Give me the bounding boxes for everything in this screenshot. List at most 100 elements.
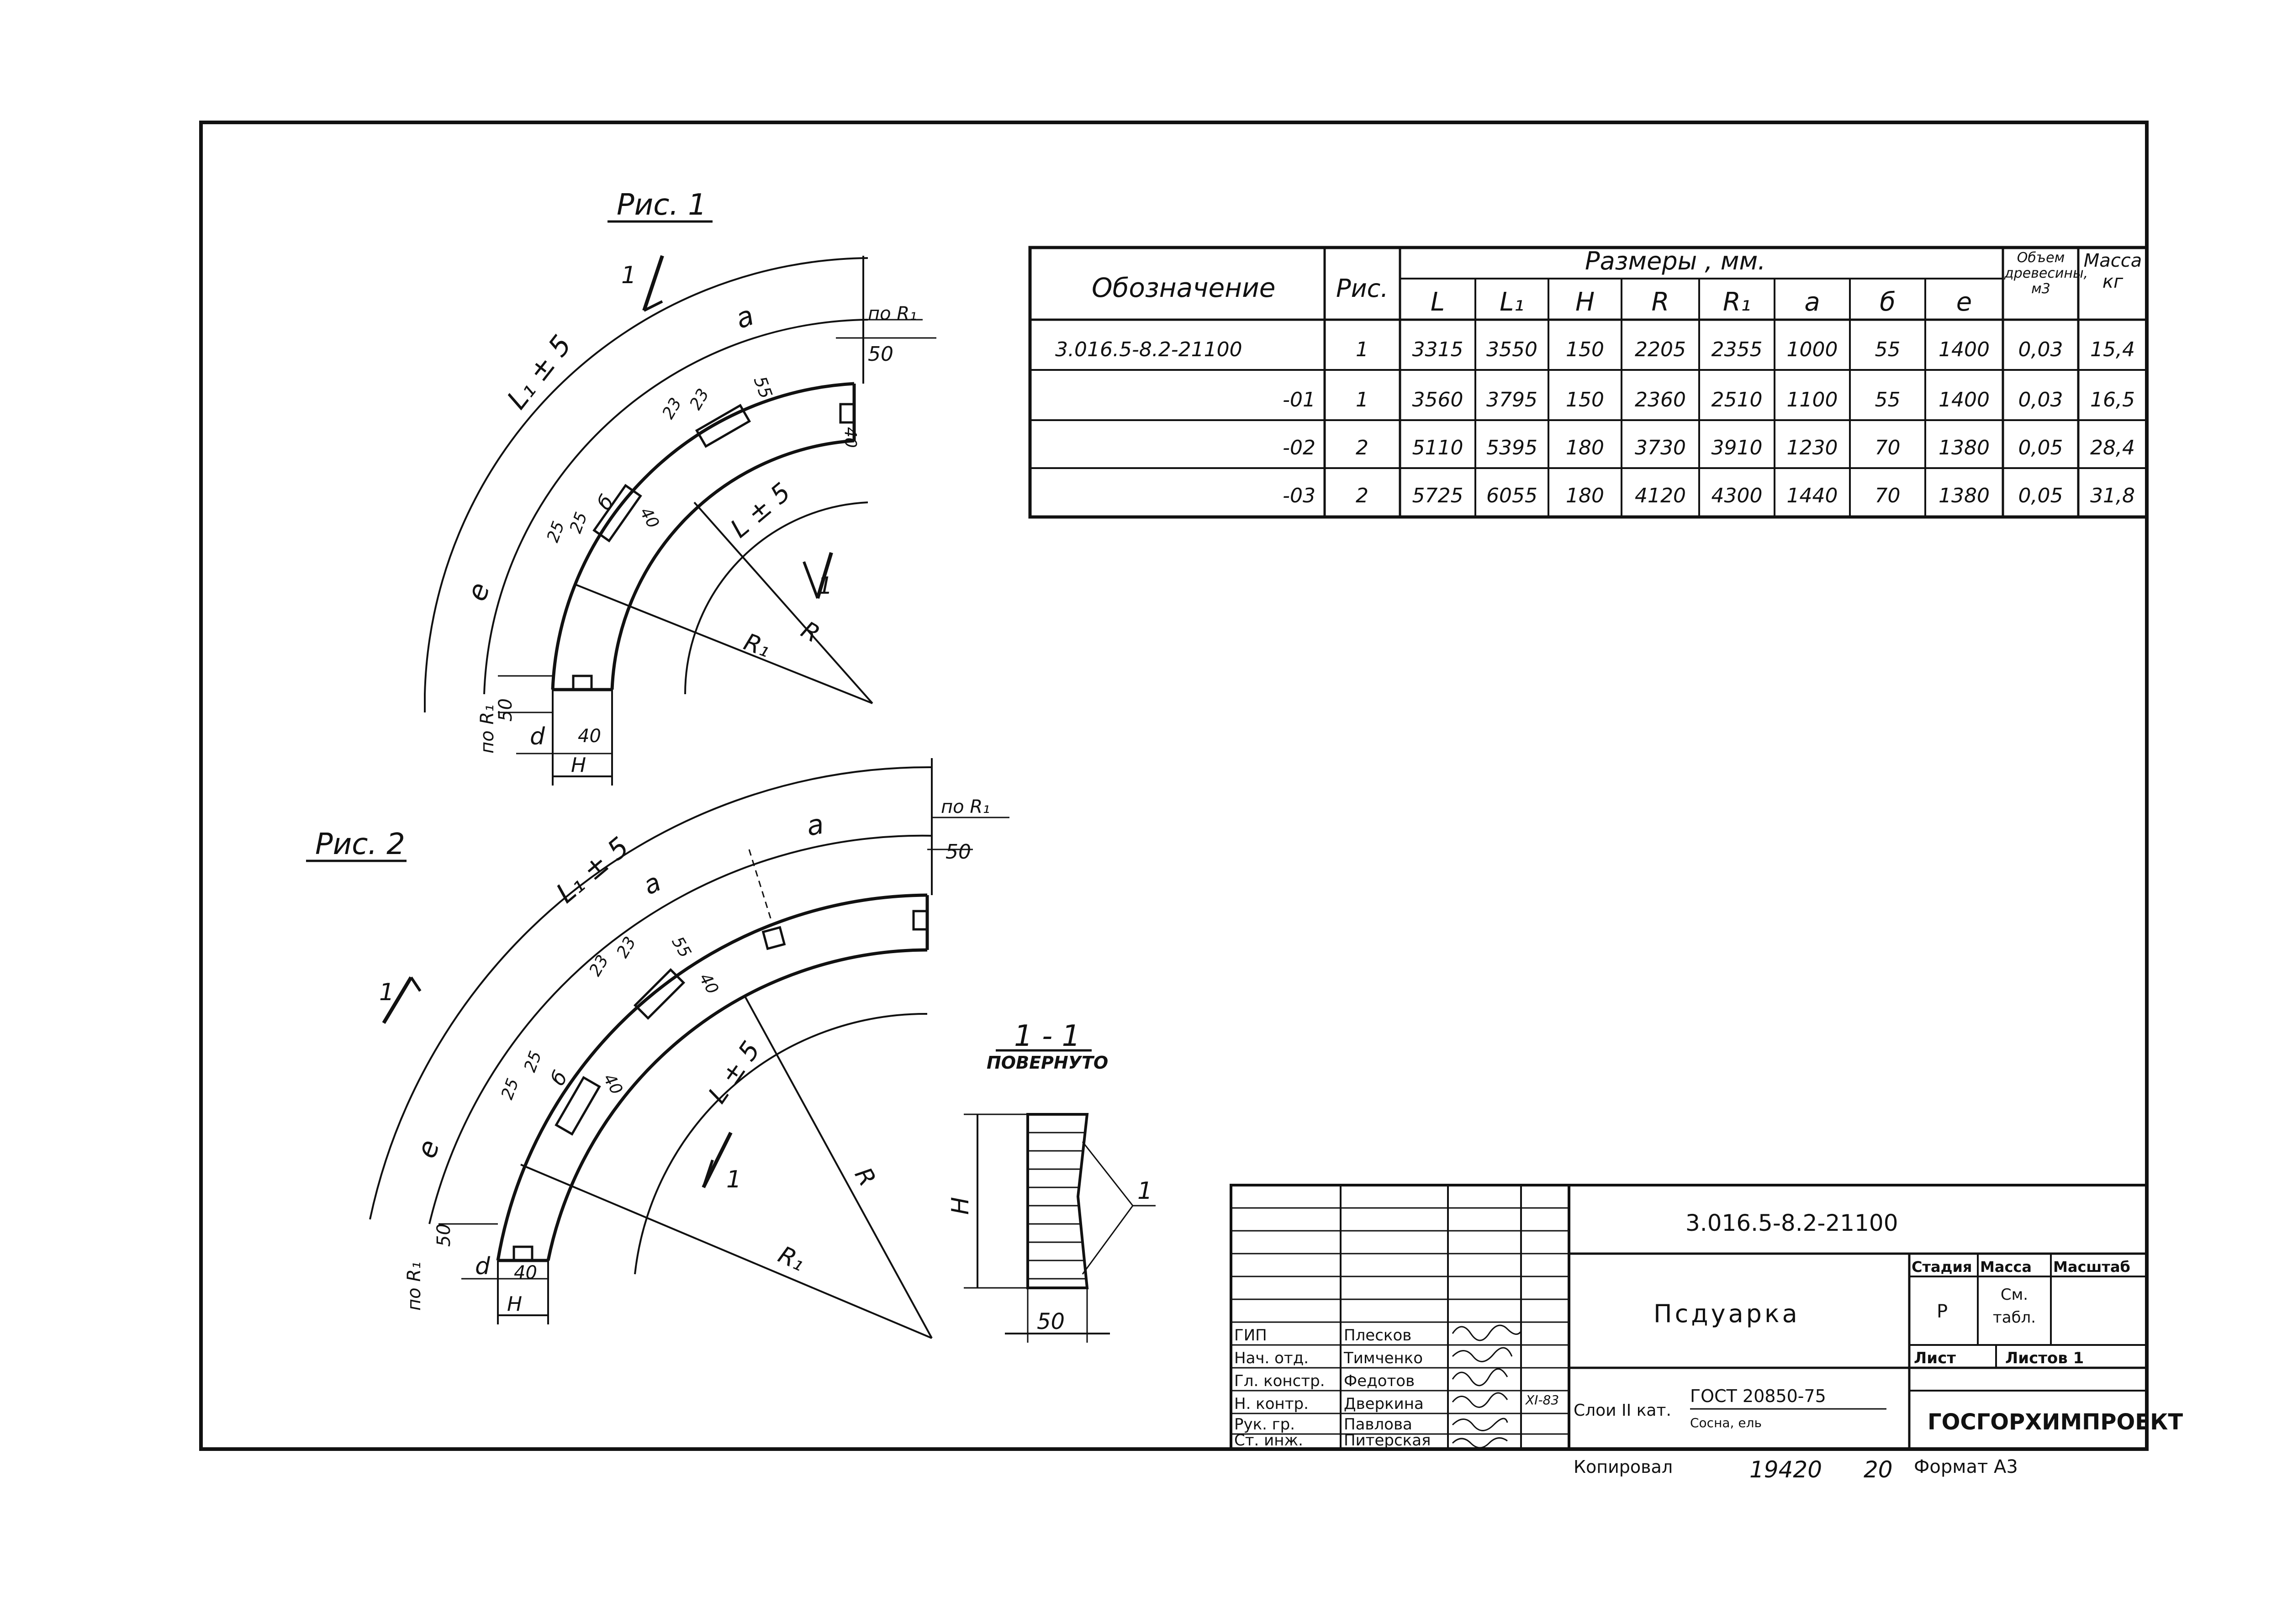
table-cell-H: 150	[1566, 338, 1604, 361]
table-cell-b: 55	[1875, 388, 1901, 411]
tb-standard: ГОСТ 20850-75	[1690, 1386, 1826, 1406]
tb-doc-number: 3.016.5-8.2-21100	[1685, 1210, 1898, 1236]
role-name: Дверкина	[1344, 1395, 1424, 1413]
footer-copied: Копировал	[1574, 1457, 1673, 1477]
fig1-dim-40-top: 40	[841, 427, 860, 448]
fig1-slot-upper	[695, 404, 751, 448]
tb-mass-label: Масса	[1980, 1258, 2032, 1276]
table-header-dim-5: a	[1804, 287, 1820, 317]
tb-stage-label: Стадия	[1912, 1258, 1972, 1276]
fig1-dim-25a: 25	[544, 519, 568, 545]
section-label-50: 50	[1037, 1309, 1065, 1334]
fig1-outer-edge	[551, 382, 855, 690]
tb-wood: Сосна, ель	[1690, 1415, 1762, 1430]
table-cell-designation: -02	[1283, 436, 1315, 459]
signature-row: Ст. инж.Питерская	[1234, 1431, 1431, 1450]
fig2-label-po-r1-top: по R₁	[941, 796, 990, 817]
table-cell-a: 1000	[1787, 338, 1838, 361]
fig2-dim-25a: 25	[498, 1076, 523, 1102]
fig1-label-L1: L₁ ± 5	[501, 329, 578, 415]
svg-text:1: 1	[726, 1166, 741, 1193]
table-header-fig: Рис.	[1336, 274, 1389, 303]
table-cell-e: 1400	[1939, 388, 1990, 411]
fig2-dim-50-top: 50	[946, 840, 971, 864]
table-cell-L1: 3795	[1486, 388, 1537, 411]
fig2-label-a-inner: a	[639, 867, 666, 901]
outer-frame	[199, 121, 2149, 1451]
fig2-dim-50-bottom: 50	[433, 1223, 454, 1247]
fig2-notch-bottom	[512, 1245, 534, 1262]
table-header-dim-1: L₁	[1500, 287, 1524, 317]
table-cell-mass: 15,4	[2090, 338, 2135, 361]
fig2-slot-upper	[633, 968, 686, 1020]
fig2-radius-R	[744, 995, 933, 1339]
fig2-inner-edge	[546, 948, 928, 1261]
role-name: Питерская	[1344, 1431, 1431, 1450]
table-header-dim-2: H	[1575, 287, 1595, 317]
table-cell-e: 1380	[1939, 484, 1990, 507]
tb-stage-value: Р	[1937, 1301, 1948, 1322]
fig1-dim-40-mid: 40	[636, 504, 662, 532]
fig2-label-d: d	[475, 1253, 491, 1280]
fig1-label-H: H	[571, 754, 586, 777]
footer-number: 19420	[1749, 1456, 1822, 1483]
table-header-dim-0: L	[1431, 287, 1445, 317]
table-cell-L: 3315	[1412, 338, 1463, 361]
table-cell-R1: 2510	[1712, 388, 1763, 411]
table-header-mass: Масса кг	[2084, 250, 2142, 292]
fig2-outer-edge	[496, 893, 928, 1261]
fig2-section-mark-inner: 1	[702, 1132, 741, 1193]
table-cell-mass: 31,8	[2090, 484, 2135, 507]
figure-2: Рис. 2 1	[306, 758, 1009, 1339]
table-cell-a: 1100	[1787, 388, 1838, 411]
role-title: ГИП	[1234, 1326, 1267, 1345]
tb-org: ГОСГОРХИМПРОЕКТ	[1928, 1409, 2183, 1435]
fig1-radius-R	[693, 501, 873, 704]
tb-sheet-label: Лист	[1914, 1349, 1956, 1367]
table-cell-R: 2205	[1635, 338, 1686, 361]
fig1-section-mark-top: 1	[621, 255, 664, 312]
table-cell-L1: 5395	[1486, 436, 1537, 459]
fig1-dim-40-bottom: 40	[578, 726, 601, 747]
title-block: 3.016.5-8.2-21100 Псдуарка Стадия Масса …	[1230, 1184, 2183, 1450]
table-cell-a: 1440	[1787, 484, 1838, 507]
role-name: Павлова	[1344, 1415, 1412, 1434]
fig2-dim-arc-L	[634, 1012, 928, 1275]
tb-date-note: XI-83	[1525, 1392, 1559, 1408]
fig2-dim-25b: 25	[521, 1049, 545, 1075]
fig1-label-L: L ± 5	[725, 477, 796, 544]
table-cell-e: 1400	[1939, 338, 1990, 361]
tb-material-prefix: Слои II кат.	[1574, 1401, 1671, 1420]
fig2-label-po-r1-bottom: по R₁	[404, 1262, 425, 1311]
role-title: Гл. констр.	[1234, 1372, 1325, 1390]
fig1-notch-top	[839, 403, 856, 424]
fig2-label-R: R	[849, 1163, 881, 1191]
tb-sheets-label: Листов 1	[2005, 1349, 2084, 1367]
fig1-radius-R1	[575, 584, 873, 704]
table-cell-fig: 1	[1356, 338, 1368, 361]
tb-scale-label: Масштаб	[2053, 1258, 2130, 1276]
table-cell-designation: 3.016.5-8.2-21100	[1055, 338, 1242, 361]
table-cell-b: 70	[1875, 484, 1901, 507]
table-header-dims: Размеры , мм.	[1585, 247, 1765, 275]
signature-row: Н. контр.Дверкина	[1234, 1395, 1424, 1413]
figure-1: Рис. 1	[424, 188, 936, 786]
section-subtitle: ПОВЕРНУТО	[987, 1053, 1108, 1073]
section-leader: 1	[1137, 1177, 1152, 1205]
table-cell-volume: 0,03	[2018, 338, 2063, 361]
table-cell-fig: 2	[1356, 436, 1368, 459]
fig1-slot-lower	[592, 484, 642, 543]
table-header-designation: Обозначение	[1092, 272, 1275, 303]
fig1-section-mark-side: 1	[803, 552, 833, 600]
fig1-dim-50-bottom: 50	[495, 698, 516, 722]
fig2-label-R1: R₁	[774, 1241, 809, 1276]
fig2-dim-40-b: 40	[599, 1070, 626, 1098]
table-header-dim-3: R	[1652, 287, 1669, 317]
tb-mass-value: См. табл.	[1993, 1286, 2036, 1327]
table-cell-mass: 16,5	[2090, 388, 2135, 411]
fig1-inner-edge	[610, 439, 855, 690]
